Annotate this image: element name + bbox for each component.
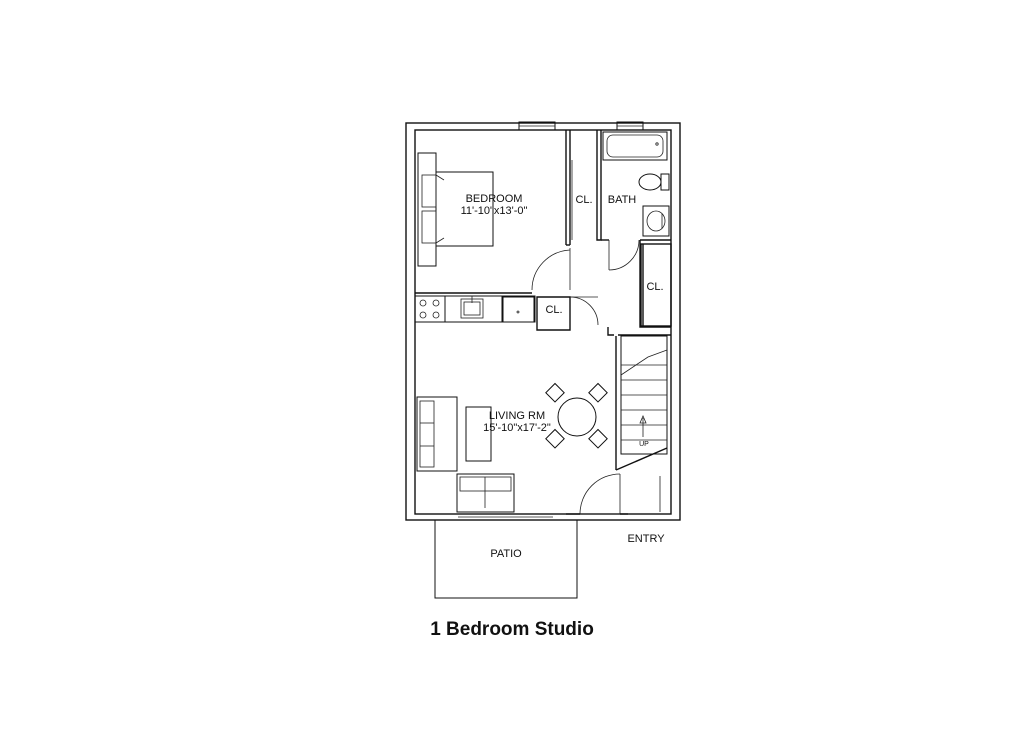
hall-closet: [640, 243, 672, 327]
kitchen-counter: [414, 295, 536, 323]
coffee-table: [465, 406, 492, 462]
entry-door: [566, 473, 661, 515]
bed: [417, 152, 494, 267]
bedroom-walls: [415, 130, 602, 294]
loveseat: [456, 473, 515, 513]
bath-walls: [601, 239, 671, 328]
bathtub: [602, 131, 668, 161]
bedroom-door: [531, 248, 571, 291]
window-bedroom: [518, 121, 556, 131]
bath-sink: [642, 205, 670, 237]
living-room-size-label: 15'-10"x17'-2": [483, 422, 551, 434]
staircase: [607, 327, 671, 471]
patio-label: PATIO: [490, 548, 522, 560]
bedroom-label: BEDROOM: [466, 193, 523, 205]
closet-label-bedroom: CL.: [575, 194, 592, 206]
patio-door: [458, 513, 553, 518]
kitchen-closet: [536, 296, 599, 331]
closet-label-kitchen: CL.: [545, 304, 562, 316]
bath-door: [608, 239, 640, 271]
kitchen-sink: [460, 296, 484, 319]
plan-title: 1 Bedroom Studio: [430, 619, 594, 640]
bedroom-size-label: 11'-10"x13'-0": [461, 205, 528, 217]
closet-label-hall: CL.: [646, 281, 663, 293]
stove: [419, 299, 440, 319]
refrigerator: [502, 296, 535, 323]
living-room-label: LIVING RM: [489, 410, 545, 422]
stairs-up-label: UP: [639, 441, 649, 448]
window-bath: [616, 121, 644, 131]
entry-label: ENTRY: [627, 533, 665, 545]
patio: [434, 519, 578, 599]
dining-set: [545, 382, 608, 449]
toilet: [638, 173, 670, 191]
bath-label: BATH: [608, 194, 637, 206]
sofa: [416, 396, 458, 472]
